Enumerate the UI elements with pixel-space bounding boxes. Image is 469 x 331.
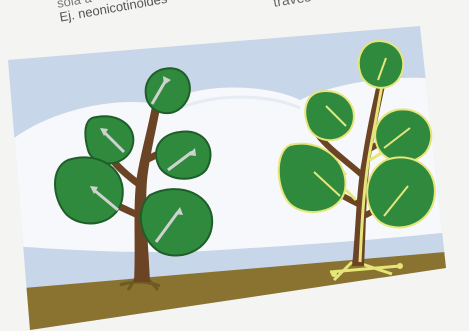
page-corner	[420, 264, 469, 331]
leaf	[146, 68, 190, 113]
leaf	[375, 109, 431, 162]
leaf	[85, 116, 133, 163]
leaf	[55, 157, 123, 223]
leaf	[359, 41, 403, 88]
leaf	[367, 157, 435, 227]
leaf	[141, 189, 212, 255]
leaf	[156, 132, 210, 179]
leaf	[305, 91, 354, 140]
